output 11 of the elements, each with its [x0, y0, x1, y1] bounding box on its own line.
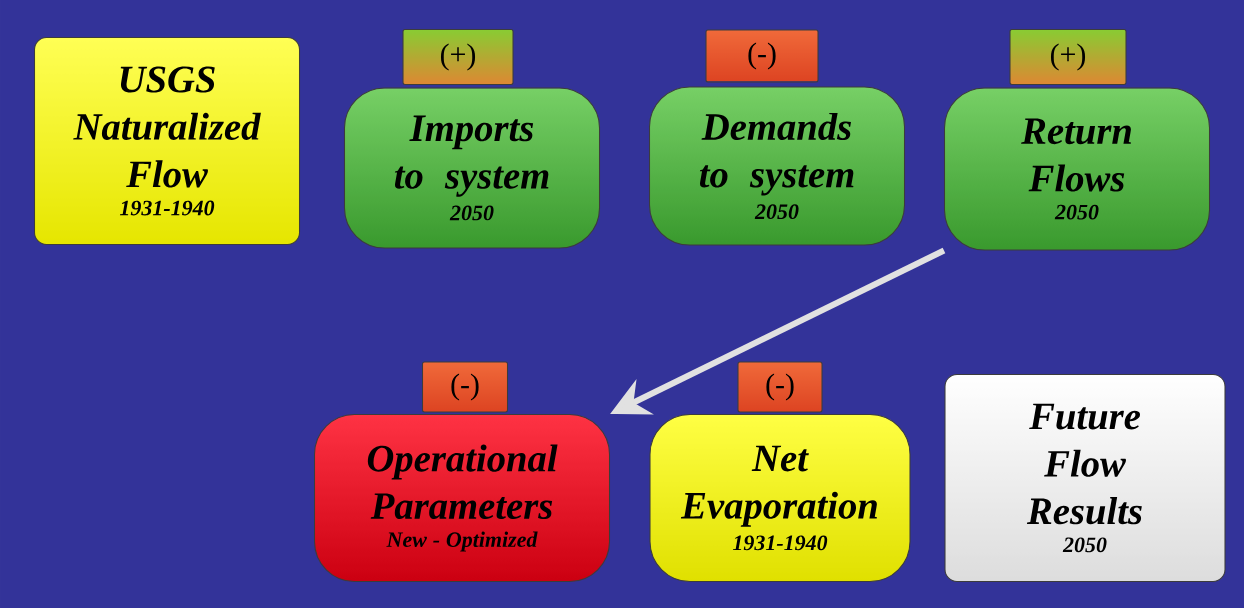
sign-tag: (-): [705, 29, 819, 83]
process-box: Imports to system 2050: [344, 87, 601, 249]
process-box: Net Evaporation 1931-1940: [649, 413, 911, 582]
process-box: USGS Naturalized Flow 1931-1940: [34, 36, 301, 245]
process-box: Future Flow Results 2050: [944, 373, 1226, 582]
process-box: Return Flows 2050: [944, 87, 1211, 251]
sign-tag: (+): [1009, 28, 1127, 85]
sign-tag: (+): [402, 28, 514, 85]
sign-tag: (-): [422, 361, 509, 413]
process-box: Demands to system 2050: [649, 86, 906, 246]
sign-tag: (-): [737, 361, 823, 413]
